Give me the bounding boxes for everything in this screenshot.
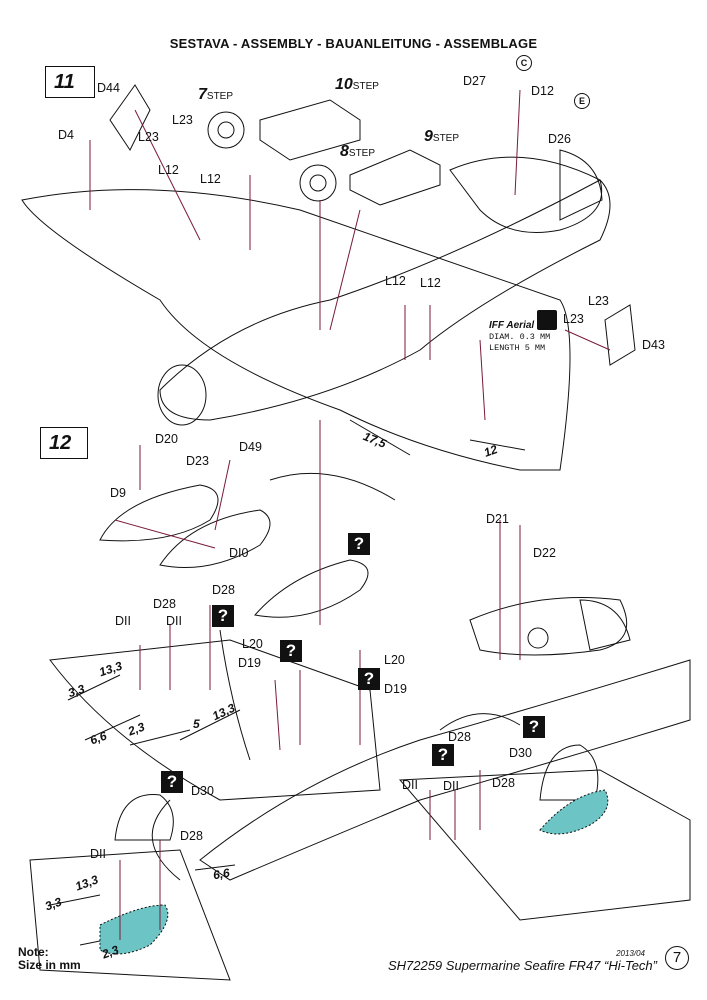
- question-icon-4: ?: [358, 668, 380, 690]
- label-d30-b: D30: [191, 784, 214, 798]
- question-icon-6: ?: [432, 744, 454, 766]
- label-d12: D12: [531, 84, 554, 98]
- gear-door-10: [259, 99, 361, 161]
- step-10-tag: 10STEP: [335, 76, 379, 94]
- label-l20-a: L20: [242, 637, 263, 651]
- label-d21: D21: [486, 512, 509, 526]
- paint-ref-c: C: [516, 55, 532, 71]
- step-8-number: 8: [340, 143, 349, 160]
- question-icon-5: ?: [523, 716, 545, 738]
- paint-ref-e: E: [574, 93, 590, 109]
- label-l23-b: L23: [138, 130, 159, 144]
- label-l12-a: L12: [158, 163, 179, 177]
- label-d44: D44: [97, 81, 120, 95]
- note-text: Size in mm: [18, 958, 81, 972]
- label-l23-a: L23: [172, 113, 193, 127]
- wing-outline-lower-left: [49, 639, 381, 801]
- cover-d30-left: [114, 794, 174, 841]
- label-d4: D4: [58, 128, 74, 142]
- fin-top: [559, 149, 603, 221]
- wheel-8: [299, 164, 337, 202]
- label-d28-a: D28: [153, 597, 176, 611]
- question-icon-7: ?: [161, 771, 183, 793]
- label-d11-c: DII: [402, 778, 418, 792]
- wing-outline-lower-right: [398, 769, 691, 921]
- hand-tool-icon: [537, 310, 557, 330]
- step-7-number: 7: [198, 86, 207, 103]
- centre-tank: [254, 559, 369, 618]
- part-d43: [604, 304, 636, 366]
- label-d11-a: DII: [115, 614, 131, 628]
- label-l23-d: L23: [563, 312, 584, 326]
- step-9-tag: 9STEP: [424, 128, 459, 146]
- label-d26: D26: [548, 132, 571, 146]
- wing-outline-lower-left-2: [29, 849, 231, 981]
- label-d28-e: D28: [180, 829, 203, 843]
- label-d11-d: DII: [443, 779, 459, 793]
- iff-title: IFF Aerial: [489, 320, 535, 331]
- wing-outline-top: [21, 189, 571, 471]
- step-9-number: 9: [424, 128, 433, 145]
- highlight-right: [539, 789, 609, 835]
- step-12-tag: 12: [40, 427, 88, 459]
- label-d11-b: DII: [166, 614, 182, 628]
- label-d28-d: D28: [492, 776, 515, 790]
- spinner-top: [157, 364, 207, 426]
- drop-tank-d9: [99, 484, 219, 542]
- fin-lower: [579, 599, 631, 651]
- dimension-5: 5: [193, 717, 200, 731]
- dimension-6-6-b: 6,6: [211, 865, 231, 883]
- step-11-tag: 11: [45, 66, 95, 98]
- step-7-tag: 7STEP: [198, 86, 233, 104]
- iff-diameter: DIAM. 0.3 MM: [489, 332, 551, 342]
- label-d49: D49: [239, 440, 262, 454]
- step-9-word: STEP: [432, 133, 460, 144]
- step-7-word: STEP: [206, 91, 234, 102]
- fuselage-outline-lower: [199, 659, 691, 881]
- tail-top: [449, 156, 602, 233]
- label-l12-c: L12: [385, 274, 406, 288]
- step-8-tag: 8STEP: [340, 143, 375, 161]
- label-d23: D23: [186, 454, 209, 468]
- question-icon-2: ?: [212, 605, 234, 627]
- label-d28-b: D28: [212, 583, 235, 597]
- footer-title: SH72259 Supermarine Seafire FR47 “Hi-Tec…: [387, 958, 657, 973]
- highlight-left: [99, 904, 169, 955]
- label-d10: DI0: [229, 546, 249, 560]
- label-d30-a: D30: [509, 746, 532, 760]
- label-d43: D43: [642, 338, 665, 352]
- label-d9: D9: [110, 486, 126, 500]
- iff-length: LENGTH 5 MM: [489, 343, 546, 353]
- label-d19-b: D19: [384, 682, 407, 696]
- label-l12-b: L12: [200, 172, 221, 186]
- step-10-number: 10: [335, 76, 353, 93]
- gear-door-8: [349, 149, 441, 206]
- page-number: 7: [665, 946, 689, 970]
- label-d19-a: D19: [238, 656, 261, 670]
- footer-date: 2013/04: [616, 949, 645, 958]
- label-d22: D22: [533, 546, 556, 560]
- wheel-7: [207, 111, 245, 149]
- drop-tank-d10: [159, 509, 271, 568]
- label-d20: D20: [155, 432, 178, 446]
- label-l12-d: L12: [420, 276, 441, 290]
- label-d27: D27: [463, 74, 486, 88]
- tail-lower: [469, 597, 628, 656]
- size-note: Note: Size in mm: [18, 946, 81, 972]
- question-icon-1: ?: [348, 533, 370, 555]
- label-d11-e: DII: [90, 847, 106, 861]
- question-icon-3: ?: [280, 640, 302, 662]
- step-10-word: STEP: [352, 81, 379, 92]
- label-l23-c: L23: [588, 294, 609, 308]
- cover-d30-right: [539, 744, 599, 801]
- fuselage-outline-top: [159, 179, 611, 421]
- label-l20-b: L20: [384, 653, 405, 667]
- note-title: Note:: [18, 945, 49, 959]
- page-header: SESTAVA - ASSEMBLY - BAUANLEITUNG - ASSE…: [169, 36, 538, 51]
- step-8-word: STEP: [348, 148, 376, 159]
- iff-aerial-callout: IFF Aerial DIAM. 0.3 MM LENGTH 5 MM: [489, 320, 550, 354]
- part-d44: [109, 84, 151, 151]
- label-d28-c: D28: [448, 730, 471, 744]
